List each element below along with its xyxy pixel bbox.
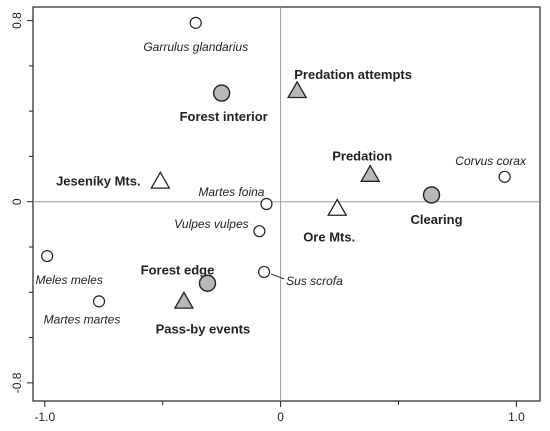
leader-line-sus-scrofa xyxy=(270,273,285,280)
label-martes-foina: Martes foina xyxy=(198,185,264,199)
axis-ticks: -1.0 0 1.0 -0.8 0 0.8 xyxy=(10,12,525,424)
zero-lines xyxy=(33,7,540,401)
label-corvus-corax: Corvus corax xyxy=(455,154,527,168)
label-forest-edge: Forest edge xyxy=(141,262,215,277)
point-jesen-ky-mts xyxy=(150,171,171,189)
point-garrulus-glandarius xyxy=(189,16,202,29)
point-forest-edge xyxy=(198,274,217,292)
label-pass-by-events: Pass-by events xyxy=(156,321,251,336)
point-pass-by-events xyxy=(173,291,195,309)
label-predation-attempts: Predation attempts xyxy=(294,67,412,82)
point-meles-meles xyxy=(41,249,54,263)
label-clearing: Clearing xyxy=(411,212,463,227)
point-sus-scrofa xyxy=(257,265,271,279)
label-vulpes-vulpes: Vulpes vulpes xyxy=(174,217,249,231)
x-tick-label: 0 xyxy=(277,410,284,424)
y-tick-label: 0 xyxy=(10,198,24,205)
label-forest-interior: Forest interior xyxy=(180,109,268,124)
point-predation-attempts xyxy=(286,80,308,99)
x-tick-label: -1.0 xyxy=(34,410,55,424)
point-martes-martes xyxy=(92,295,106,308)
point-corvus-corax xyxy=(498,170,511,183)
label-martes-martes: Martes martes xyxy=(44,312,121,326)
point-vulpes-vulpes xyxy=(253,225,266,238)
label-predation: Predation xyxy=(332,149,392,164)
point-martes-foina xyxy=(260,197,273,211)
y-tick-label: -0.8 xyxy=(10,372,24,393)
y-tick-label: 0.8 xyxy=(10,12,24,29)
point-ore-mts xyxy=(327,198,348,216)
label-garrulus-glandarius: Garrulus glandarius xyxy=(143,40,248,54)
label-meles-meles: Meles meles xyxy=(35,273,102,287)
plot-frame xyxy=(32,6,541,402)
x-tick-label: 1.0 xyxy=(508,410,525,424)
point-clearing xyxy=(422,186,441,204)
label-ore-mts: Ore Mts. xyxy=(303,230,355,245)
point-predation xyxy=(360,164,381,182)
label-sus-scrofa: Sus scrofa xyxy=(286,274,343,288)
data-points xyxy=(41,16,511,309)
point-forest-interior xyxy=(212,84,231,102)
label-jesen-ky-mts: Jeseníky Mts. xyxy=(56,173,141,188)
